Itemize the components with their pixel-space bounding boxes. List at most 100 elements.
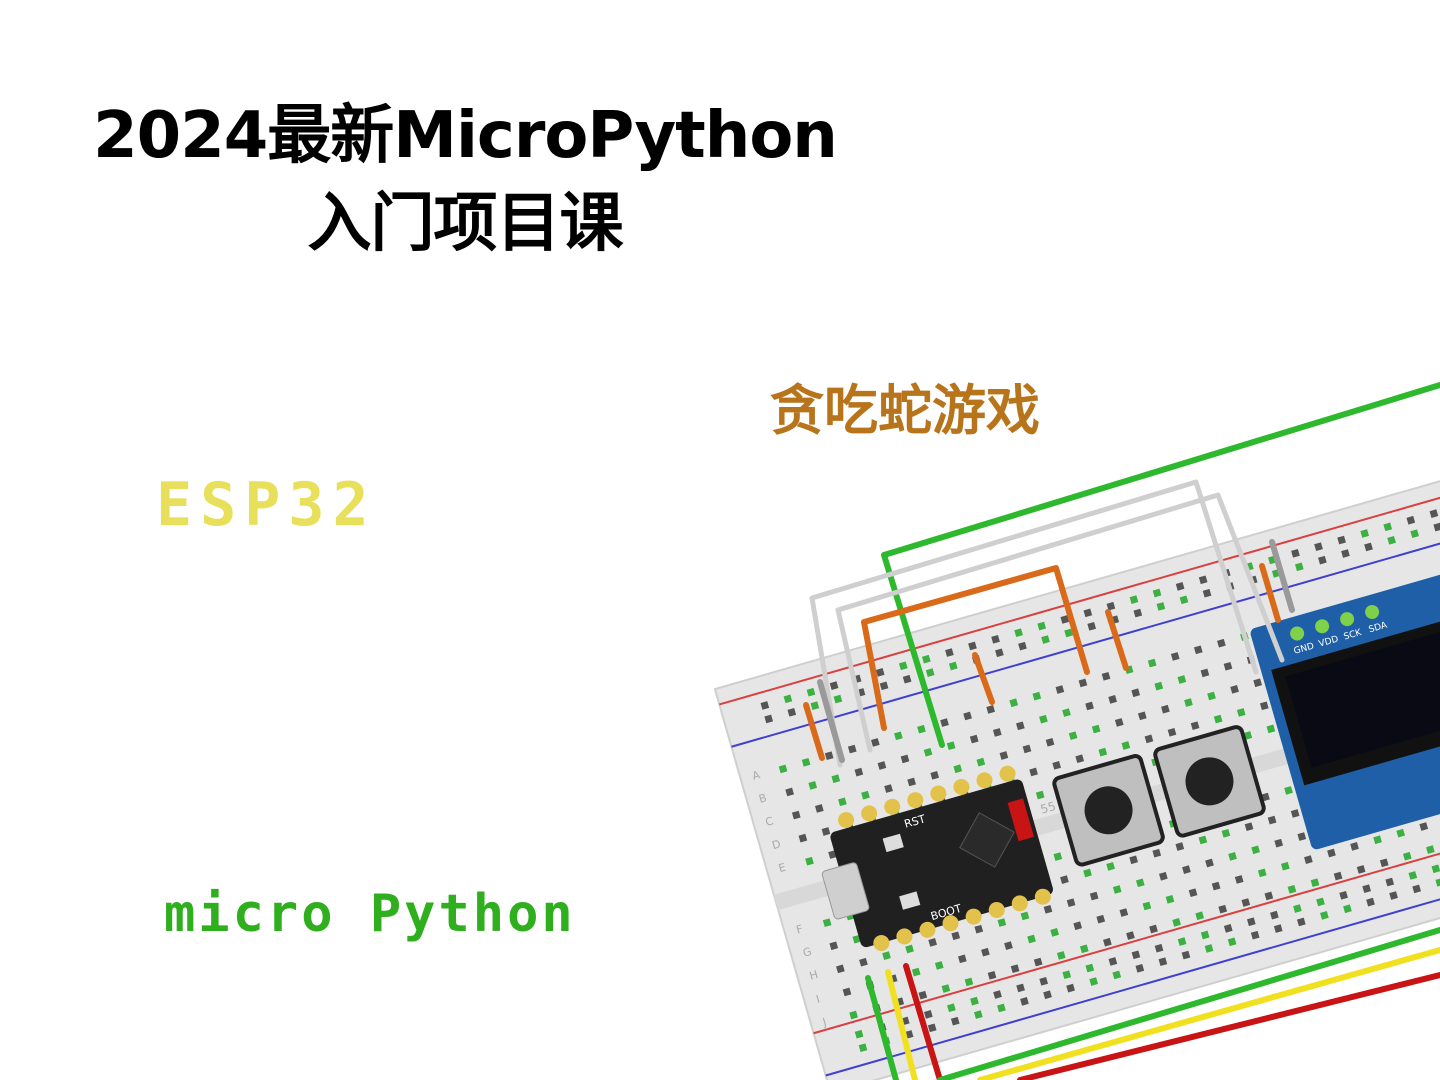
breadboard-hole xyxy=(1112,970,1122,980)
breadboard-hole xyxy=(1112,885,1122,894)
breadboard-hole xyxy=(1078,678,1088,688)
cover-title: 2024最新MicroPython 入门项目课 xyxy=(60,92,870,268)
wires xyxy=(803,382,1440,1080)
breadboard-hole xyxy=(995,648,1004,658)
breadboard-hole xyxy=(1032,691,1042,701)
oled-pin xyxy=(1340,612,1355,627)
breadboard-hole xyxy=(927,1023,937,1033)
breadboard-hole xyxy=(1052,761,1061,770)
breadboard-hole xyxy=(1091,724,1101,734)
breadboard-hole xyxy=(1290,809,1300,818)
breadboard-hole xyxy=(1108,957,1118,966)
column-number: 55 xyxy=(1039,799,1058,817)
breadboard-hole xyxy=(1364,542,1373,552)
row-label: B xyxy=(757,791,768,806)
breadboard-hole xyxy=(1297,832,1307,841)
breadboard-hole xyxy=(859,957,868,967)
breadboard-hole xyxy=(1228,852,1237,861)
breadboard-hole xyxy=(1101,671,1111,681)
wire-green xyxy=(881,382,1440,748)
breadboard-hole xyxy=(1234,875,1244,884)
breadboard-hole xyxy=(1408,871,1418,880)
breadboard-hole xyxy=(1294,562,1304,572)
breadboard-hole xyxy=(1175,582,1185,591)
wire-green xyxy=(937,927,1440,1080)
breadboard-hole xyxy=(1062,708,1071,717)
breadboard-hole xyxy=(981,947,990,957)
breadboard-hole xyxy=(849,1010,858,1020)
breadboard-hole xyxy=(900,754,910,764)
breadboard-hole xyxy=(1204,944,1214,953)
wire-gray xyxy=(809,479,1259,768)
breadboard-hole xyxy=(1083,868,1092,878)
breadboard-hole xyxy=(1182,865,1191,874)
breadboard-hole xyxy=(806,687,816,697)
wire-orange xyxy=(972,652,995,705)
breadboard-hole xyxy=(1060,875,1069,884)
row-label: C xyxy=(764,814,775,829)
wire-yellow xyxy=(977,947,1440,1080)
breadboard-hole xyxy=(1244,822,1254,832)
breadboard-hole xyxy=(1270,910,1279,920)
breadboard-hole xyxy=(917,724,926,734)
breadboard-hole xyxy=(945,648,954,657)
breadboard-hole xyxy=(969,734,979,744)
project-title: 贪吃蛇游戏 xyxy=(770,379,1040,442)
wire-gray xyxy=(817,679,845,763)
breadboard-hole xyxy=(1009,698,1019,708)
breadboard-hole xyxy=(822,918,832,928)
breadboard-hole xyxy=(1137,711,1147,721)
oled-pin xyxy=(1290,626,1305,641)
breadboard-hole xyxy=(1241,898,1251,907)
breadboard-hole xyxy=(1035,790,1045,800)
breadboard-hole xyxy=(1177,937,1187,946)
breadboard-hole xyxy=(1246,917,1256,927)
breadboard-hole xyxy=(824,751,834,761)
breadboard-hole xyxy=(1202,588,1212,598)
breadboard-hole xyxy=(861,790,870,800)
breadboard-hole xyxy=(918,990,928,1000)
breadboard-hole xyxy=(1073,921,1083,931)
breadboard-hole xyxy=(1350,842,1359,851)
breadboard-hole xyxy=(941,984,951,993)
breadboard-hole xyxy=(1205,858,1214,868)
breadboard-hole xyxy=(760,701,770,710)
breadboard-hole xyxy=(940,718,949,727)
breadboard-hole xyxy=(1273,924,1283,933)
breadboard-hole xyxy=(1181,950,1191,960)
breadboard-hole xyxy=(1033,957,1043,967)
breadboard-hole xyxy=(1165,894,1175,904)
breadboard-hole xyxy=(963,711,972,721)
breadboard-hole xyxy=(1114,718,1124,727)
esp32-pin xyxy=(907,792,924,809)
breadboard-hole xyxy=(1190,721,1200,730)
breadboard-hole xyxy=(1296,917,1306,927)
breadboard-hole xyxy=(948,661,958,671)
breadboard-hole xyxy=(1014,628,1023,638)
wire-gray xyxy=(1269,539,1295,613)
breadboard-hole xyxy=(1016,721,1025,731)
breadboard-hole xyxy=(902,674,912,684)
esp32-pin xyxy=(919,921,936,938)
breadboard-hole xyxy=(1106,601,1116,611)
breadboard-hole xyxy=(1066,983,1075,993)
breadboard-hole xyxy=(1267,815,1277,825)
breadboard-hole xyxy=(1198,835,1208,845)
breadboard-hole xyxy=(1333,871,1343,881)
breadboard-hole xyxy=(829,681,839,690)
breadboard-hole xyxy=(1230,685,1239,694)
breadboard-hole xyxy=(1343,904,1352,914)
breadboard-hole xyxy=(1119,908,1129,917)
breadboard-hole xyxy=(1022,744,1032,754)
breadboard-hole xyxy=(1167,727,1177,737)
breadboard-hole xyxy=(953,764,963,774)
breadboard-hole xyxy=(925,668,935,677)
breadboard-hole xyxy=(1314,542,1323,552)
wire-orange xyxy=(861,565,1090,731)
breadboard-hole xyxy=(858,1043,868,1053)
title-line-1: 2024最新MicroPython xyxy=(93,99,838,173)
breadboard-hole xyxy=(1103,937,1112,947)
breadboard-hole xyxy=(1175,842,1185,851)
breadboard-hole xyxy=(951,931,961,941)
breadboard-hole xyxy=(829,941,839,951)
